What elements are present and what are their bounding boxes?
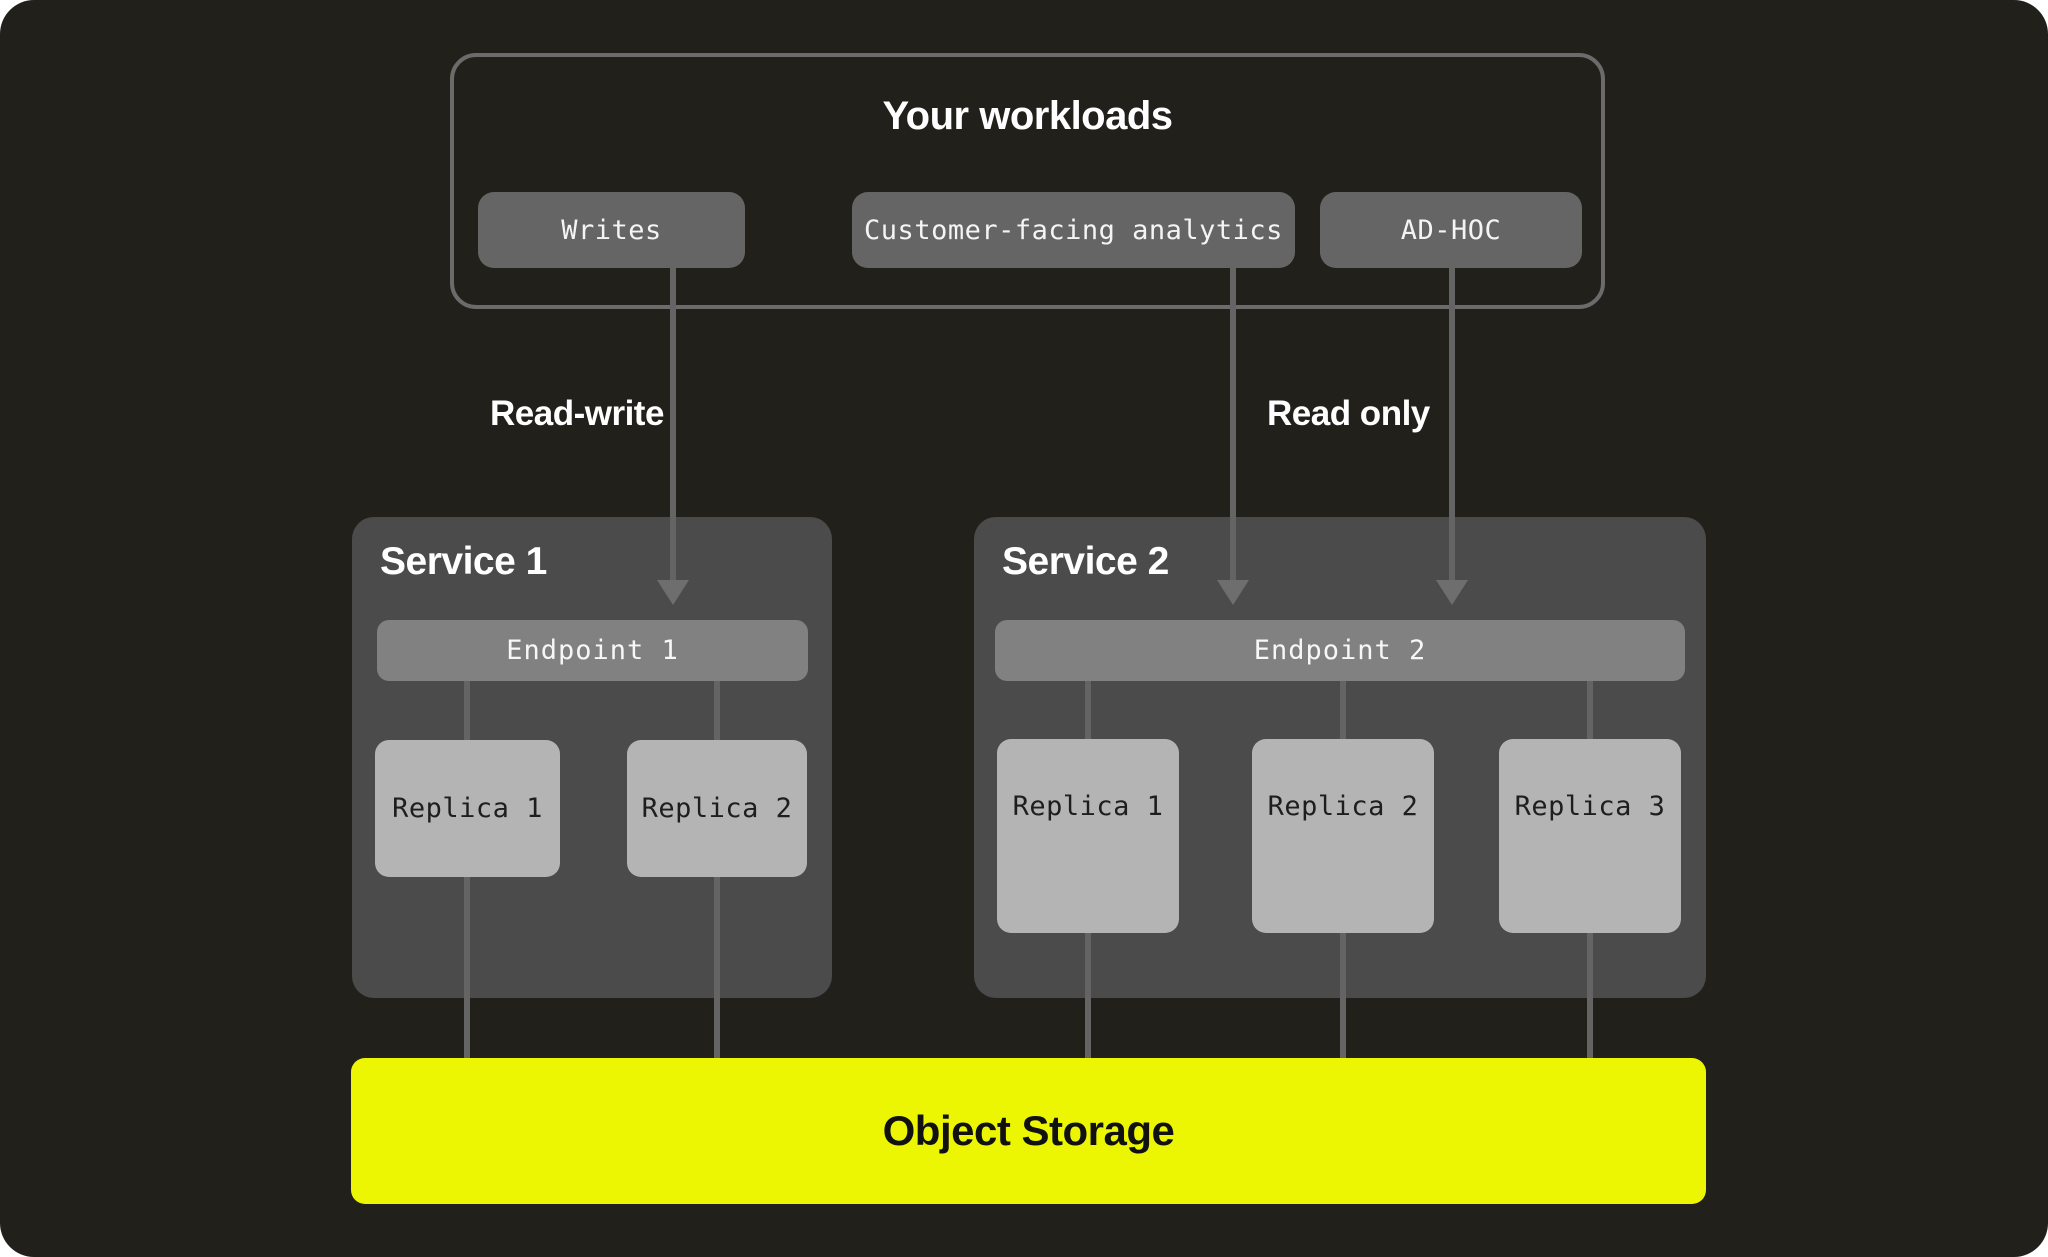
edge-adhoc-to-endpoint2-line	[1449, 268, 1455, 582]
service-2-replica-1-card: Replica 1	[997, 739, 1179, 933]
replica-label: Replica 1	[1012, 791, 1164, 822]
workload-chip-customer-facing-analytics: Customer-facing analytics	[852, 192, 1295, 268]
endpoint-2-bar: Endpoint 2	[995, 620, 1685, 681]
workload-chip-analytics-label: Customer-facing analytics	[864, 214, 1283, 246]
workload-chip-writes-label: Writes	[561, 214, 662, 246]
workload-chip-writes: Writes	[478, 192, 745, 268]
replica-label: Replica 1	[392, 793, 543, 824]
service-2-replica-2-card: Replica 2	[1252, 739, 1434, 933]
arrow-down-icon	[657, 580, 689, 605]
object-storage-bar: Object Storage	[351, 1058, 1706, 1204]
endpoint-2-label: Endpoint 2	[1253, 635, 1427, 666]
service-2-replica-3-card: Replica 3	[1499, 739, 1681, 933]
read-write-label: Read-write	[490, 394, 664, 433]
service-1-title: Service 1	[380, 540, 547, 583]
service-1-replica-2-card: Replica 2	[627, 740, 807, 877]
edge-writes-to-endpoint1-line	[670, 268, 676, 582]
your-workloads-group-box	[450, 53, 1605, 309]
arrow-down-icon	[1217, 580, 1249, 605]
replica-label: Replica 2	[1267, 791, 1419, 822]
replica-label: Replica 2	[641, 793, 793, 824]
read-only-label: Read only	[1267, 394, 1430, 433]
your-workloads-title: Your workloads	[882, 94, 1173, 138]
edge-analytics-to-endpoint2-line	[1230, 268, 1236, 582]
object-storage-label: Object Storage	[882, 1107, 1175, 1154]
service-2-title: Service 2	[1002, 540, 1169, 583]
arrow-down-icon	[1436, 580, 1468, 605]
endpoint-1-label: Endpoint 1	[506, 635, 679, 666]
workload-chip-ad-hoc: AD-HOC	[1320, 192, 1582, 268]
service-1-replica-1-card: Replica 1	[375, 740, 560, 877]
workload-chip-adhoc-label: AD-HOC	[1400, 214, 1502, 246]
endpoint-1-bar: Endpoint 1	[377, 620, 808, 681]
replica-label: Replica 3	[1514, 791, 1666, 822]
